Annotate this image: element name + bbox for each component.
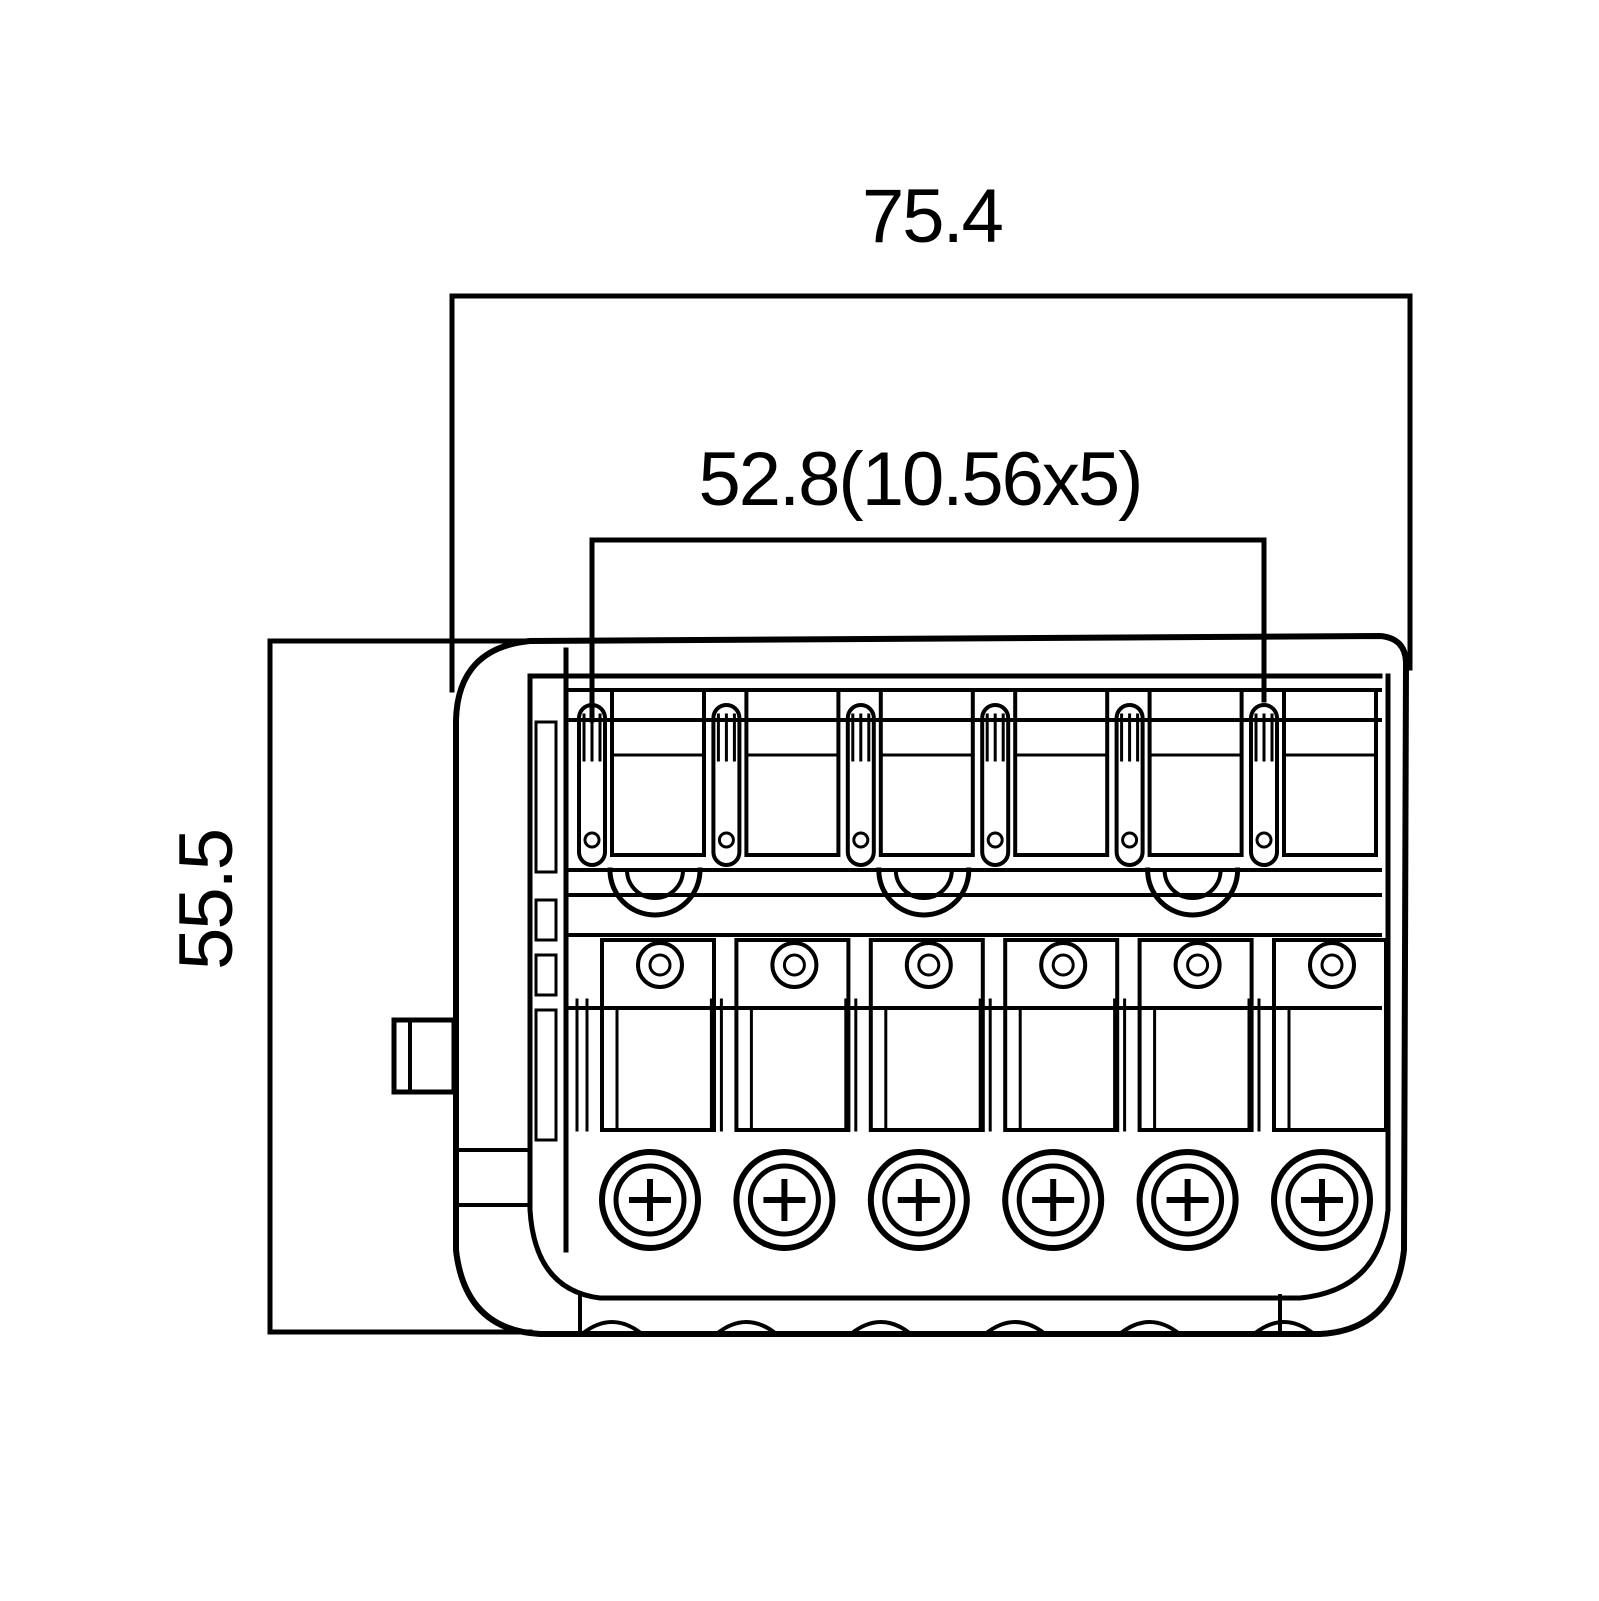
saddle-body xyxy=(1272,938,1388,1132)
height-screw xyxy=(1308,941,1356,989)
saddle-group xyxy=(575,688,1388,1337)
slot-hole xyxy=(583,831,601,849)
saddle-block xyxy=(610,688,706,857)
body-scallop xyxy=(1116,1320,1183,1337)
intonation-screw-head xyxy=(1002,1149,1105,1251)
hex-socket xyxy=(1320,953,1344,977)
engraved-marking xyxy=(534,720,558,1142)
overall-depth-label: 55.5 xyxy=(164,830,249,970)
string-ferrule-inner xyxy=(1162,867,1223,900)
saddle-block xyxy=(1013,688,1110,857)
saddle xyxy=(575,688,716,1337)
intonation-screw-rim xyxy=(747,1163,821,1237)
saddle-block xyxy=(1282,688,1378,857)
intonation-screw-head xyxy=(867,1149,970,1251)
hex-socket xyxy=(1051,953,1075,977)
intonation-screw-head xyxy=(599,1149,701,1251)
body-scallop xyxy=(982,1320,1049,1337)
intonation-screw-rim xyxy=(1151,1163,1225,1237)
string-slot xyxy=(1249,703,1279,867)
saddle xyxy=(1113,688,1254,1337)
string-ferrule xyxy=(1145,867,1241,918)
intonation-screw-rim xyxy=(882,1163,956,1237)
saddle-block xyxy=(878,688,975,857)
height-screw xyxy=(770,941,819,989)
overall-width-dimension-line xyxy=(449,293,1413,693)
intonation-screw-head xyxy=(1136,1149,1239,1251)
intonation-screw-rim xyxy=(613,1163,687,1237)
height-screw xyxy=(904,941,953,989)
overall-width-label: 75.4 xyxy=(862,174,1003,259)
saddle-body xyxy=(734,938,851,1132)
string-slot xyxy=(711,703,742,867)
overall-depth-dimension-line xyxy=(267,638,563,1335)
hex-socket xyxy=(917,953,941,977)
body-scallop xyxy=(579,1320,645,1337)
height-screw xyxy=(1039,941,1088,989)
saddle-body xyxy=(600,938,716,1132)
height-screw xyxy=(636,941,684,989)
saddle-body xyxy=(1003,938,1120,1132)
hex-socket xyxy=(1186,953,1210,977)
intonation-screw-head xyxy=(733,1149,836,1251)
slot-hole xyxy=(852,831,870,849)
intonation-screw-rim xyxy=(1285,1163,1359,1237)
string-ferrule xyxy=(876,867,972,918)
saddle-spacing-label: 52.8(10.56x5) xyxy=(699,437,1142,522)
body-scallop xyxy=(847,1320,914,1337)
side-mounting-tab xyxy=(391,1017,457,1095)
intonation-screw-head xyxy=(1271,1149,1373,1251)
saddle xyxy=(709,688,851,1337)
saddle-body xyxy=(868,938,985,1132)
body-scallop xyxy=(1251,1320,1317,1337)
string-slot xyxy=(845,703,876,867)
string-slot xyxy=(980,703,1011,867)
body-scallop xyxy=(713,1320,780,1337)
hex-socket xyxy=(782,953,806,977)
hex-socket xyxy=(648,953,672,977)
string-slot xyxy=(577,703,607,867)
saddle xyxy=(844,688,985,1337)
saddle-body xyxy=(1137,938,1254,1132)
slot-hole xyxy=(1121,831,1139,849)
intonation-screw-rim xyxy=(1016,1163,1090,1237)
string-slot xyxy=(1114,703,1145,867)
saddle-block xyxy=(744,688,841,857)
string-ferrule-inner xyxy=(893,867,954,900)
saddle-block xyxy=(1147,688,1244,857)
saddle-spacing-dimension-line xyxy=(589,537,1267,723)
string-ferrule-inner xyxy=(624,867,686,900)
slot-hole xyxy=(1255,831,1273,849)
height-screw xyxy=(1173,941,1222,989)
slot-hole xyxy=(717,831,735,849)
string-ferrule xyxy=(607,867,703,918)
saddle xyxy=(1247,688,1388,1337)
slot-hole xyxy=(986,831,1004,849)
saddle xyxy=(978,688,1120,1337)
